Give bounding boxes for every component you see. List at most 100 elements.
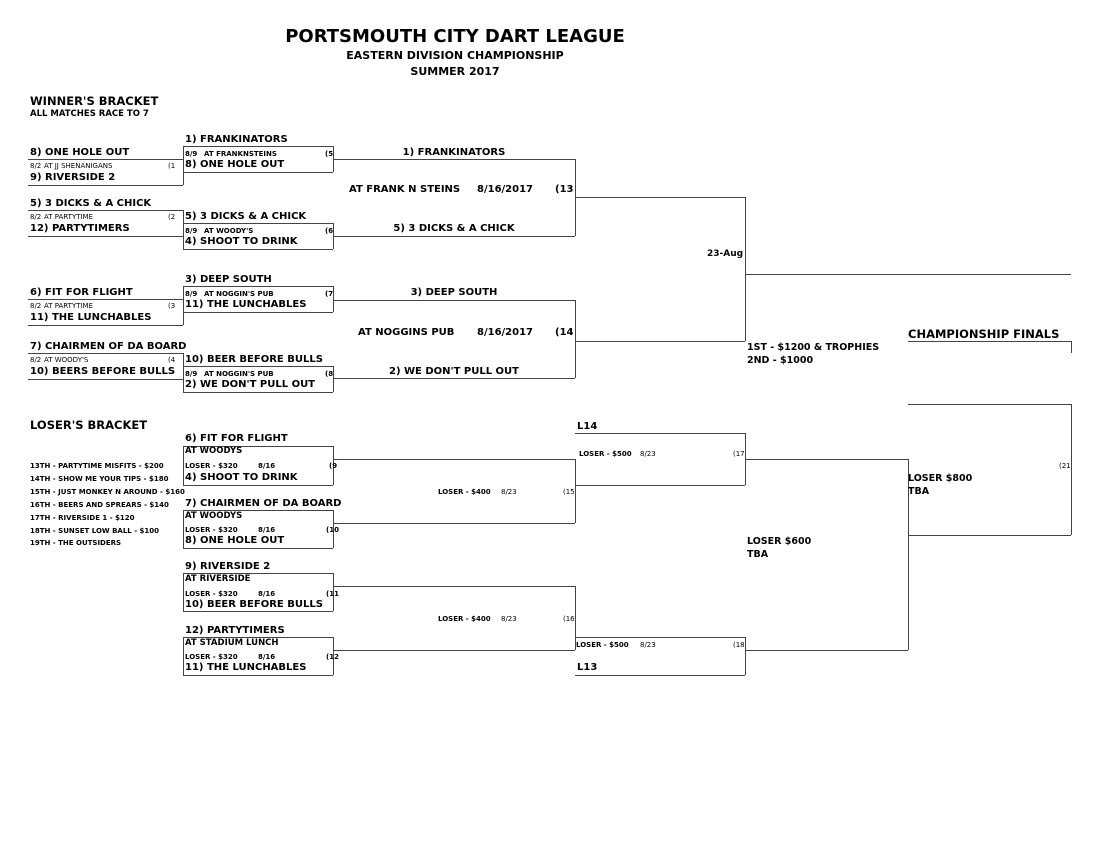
bracket-line <box>745 459 908 460</box>
match-number: (21 <box>1059 462 1071 470</box>
team-bottom: 4) SHOOT TO DRINK <box>185 236 298 247</box>
bracket-line <box>333 586 575 587</box>
bracket-line <box>183 366 184 392</box>
team-bottom: 11) THE LUNCHABLES <box>185 299 307 310</box>
match-date: 8/23 <box>501 488 517 496</box>
match-date: 8/16 <box>258 653 276 661</box>
match-date: 8/23 <box>640 450 656 458</box>
team-bottom: 2) WE DON'T PULL OUT <box>185 379 316 390</box>
match-winner: 2) WE DON'T PULL OUT <box>388 366 519 377</box>
semi-date: 8/16/2017 <box>477 184 534 195</box>
bracket-line <box>183 366 333 367</box>
bracket-line <box>575 459 576 523</box>
team-top: 12) PARTYTIMERS <box>185 625 285 636</box>
championship-finals-heading: CHAMPIONSHIP FINALS <box>908 327 1060 341</box>
match-number: (1 <box>168 162 176 170</box>
loser-prize: LOSER - $320 <box>185 526 238 534</box>
season-label: SUMMER 2017 <box>410 65 500 78</box>
semi-date: TBA <box>747 549 769 560</box>
loser-prize: LOSER - $320 <box>185 590 238 598</box>
team-top: 1) FRANKINATORS <box>185 134 288 145</box>
bracket-line <box>28 325 183 326</box>
match-venue: AT NOGGIN'S PUB <box>204 370 274 378</box>
match-number: (7 <box>325 290 334 298</box>
bracket-line <box>745 197 746 341</box>
team-bottom: 10) BEERS BEFORE BULLS <box>30 366 176 377</box>
bracket-line <box>333 510 334 548</box>
match-date: 8/2 <box>30 162 42 170</box>
match-number: (15 <box>563 488 575 496</box>
bracket-line <box>183 223 184 249</box>
semi-venue: AT NOGGINS PUB <box>358 327 455 338</box>
semi-date: 8/16/2017 <box>477 327 534 338</box>
bracket-line <box>908 459 909 650</box>
match-number: (13 <box>555 184 574 195</box>
match-date: 8/16 <box>258 590 276 598</box>
bracket-line <box>183 485 333 486</box>
match-number: (10 <box>326 526 339 534</box>
page-title: PORTSMOUTH CITY DART LEAGUE <box>285 26 625 47</box>
match-venue: AT WOODYS <box>185 446 243 456</box>
standing-item: 13TH - PARTYTIME MISFITS - $200 <box>30 462 164 470</box>
team-bottom: 11) THE LUNCHABLES <box>185 662 307 673</box>
match-date: 8/9 <box>185 150 198 158</box>
match-number: (16 <box>563 615 575 623</box>
team-top: 10) BEER BEFORE BULLS <box>185 354 323 365</box>
team-bottom: 10) BEER BEFORE BULLS <box>185 599 323 610</box>
match-number: (4 <box>168 356 176 364</box>
bracket-line <box>28 210 183 211</box>
bracket-line <box>28 353 183 354</box>
bracket-line <box>183 446 333 447</box>
match-venue: AT NOGGIN'S PUB <box>204 290 274 298</box>
bracket-line <box>183 249 333 250</box>
bracket-label: L14 <box>577 421 598 432</box>
match-number: (6 <box>325 227 334 235</box>
bracket-line <box>333 159 575 160</box>
match-winner: 3) DEEP SOUTH <box>410 287 498 298</box>
standing-item: 15TH - JUST MONKEY N AROUND - $160 <box>30 488 185 496</box>
bracket-line <box>908 341 1071 342</box>
bracket-line <box>333 523 575 524</box>
final-date: 23-Aug <box>707 249 744 259</box>
bracket-line <box>333 236 575 237</box>
bracket-line <box>183 286 184 312</box>
bracket-line <box>745 274 1071 275</box>
loser-prize: LOSER - $320 <box>185 462 238 470</box>
semi-venue: AT FRANK N STEINS <box>349 184 461 195</box>
bracket-line <box>745 637 746 675</box>
match-number: (9 <box>329 462 338 470</box>
standing-item: 16TH - BEERS AND SPREARS - $140 <box>30 501 169 509</box>
bracket-line <box>745 650 908 651</box>
match-date: 8/9 <box>185 227 198 235</box>
team-top: 5) 3 DICKS & A CHICK <box>185 211 307 222</box>
match-number: (5 <box>325 150 334 158</box>
team-bottom: 8) ONE HOLE OUT <box>185 535 285 546</box>
standing-item: 14TH - SHOW ME YOUR TIPS - $180 <box>30 475 169 483</box>
match-venue: AT FRANKNSTEINS <box>204 150 277 158</box>
match-winner: 1) FRANKINATORS <box>402 147 506 158</box>
match-date: 8/16 <box>258 462 276 470</box>
bracket-line <box>575 586 576 650</box>
standing-item: 18TH - SUNSET LOW BALL - $100 <box>30 527 160 535</box>
team-top: 7) CHAIRMEN OF DA BOARD <box>185 498 342 509</box>
match-venue: AT PARTYTIME <box>44 213 94 221</box>
match-venue: AT WOODY'S <box>44 356 89 364</box>
bracket-line <box>908 535 1071 536</box>
bracket-label: L13 <box>577 662 598 673</box>
match-number: (8 <box>325 370 334 378</box>
bracket-line <box>333 446 334 485</box>
loser-prize: LOSER - $500 <box>579 450 632 458</box>
match-date: 8/9 <box>185 290 198 298</box>
team-top: 6) FIT FOR FLIGHT <box>185 433 288 444</box>
bracket-line <box>183 172 333 173</box>
match-number: (2 <box>168 213 176 221</box>
bracket-line <box>575 485 745 486</box>
bracket-line <box>28 236 183 237</box>
standing-item: 19TH - THE OUTSIDERS <box>30 539 122 547</box>
match-venue: AT JJ SHENANIGANS <box>44 162 113 170</box>
bracket-line <box>28 379 183 380</box>
match-date: 8/16 <box>258 526 276 534</box>
match-venue: AT PARTYTIME <box>44 302 94 310</box>
team-bottom: 4) SHOOT TO DRINK <box>185 472 298 483</box>
team-top: 8) ONE HOLE OUT <box>30 147 130 158</box>
